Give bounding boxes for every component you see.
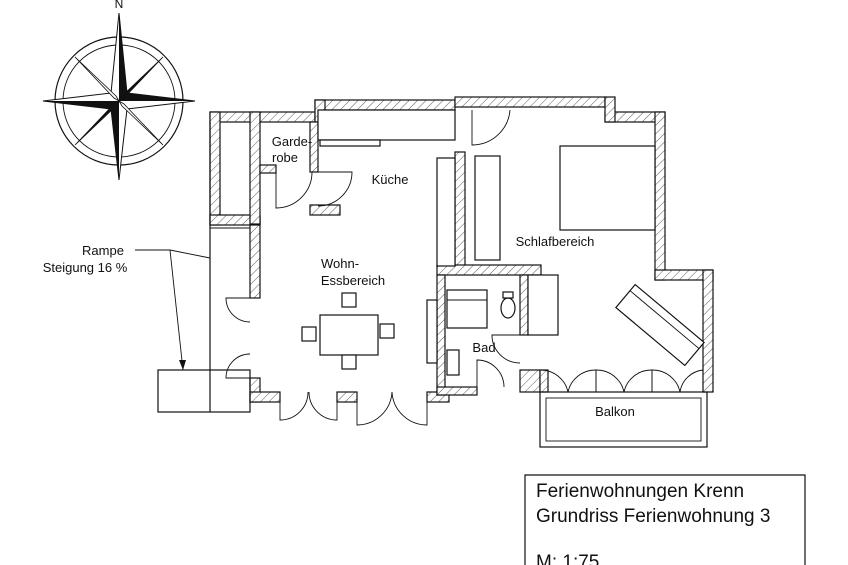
outer-walls — [209, 96, 714, 403]
room-garderobe-label-1: Garde- — [272, 134, 312, 149]
title-block — [524, 474, 806, 565]
room-kueche-label: Küche — [372, 172, 409, 187]
room-wohn-label-1: Wohn- — [321, 256, 359, 271]
room-schlafbereich-label: Schlafbereich — [516, 234, 595, 249]
title-block-scale: M: 1:75 — [536, 552, 599, 565]
ramp-slope-label: Steigung 16 % — [43, 260, 128, 275]
title-block-line-1: Ferienwohnungen Krenn — [536, 481, 744, 502]
title-block-line-2: Grundriss Ferienwohnung 3 — [536, 506, 770, 527]
room-bad-label: Bad — [472, 340, 495, 355]
room-wohn-label-2: Essbereich — [321, 273, 385, 288]
ramp — [135, 122, 251, 413]
room-balkon-label: Balkon — [595, 404, 635, 419]
room-garderobe-label-2: robe — [272, 150, 298, 165]
ramp-label: Rampe — [82, 243, 124, 258]
compass-rose-icon — [42, 12, 196, 181]
furniture — [301, 109, 705, 376]
balcony — [539, 391, 708, 448]
north-label: N — [115, 0, 124, 11]
doors — [225, 109, 704, 426]
